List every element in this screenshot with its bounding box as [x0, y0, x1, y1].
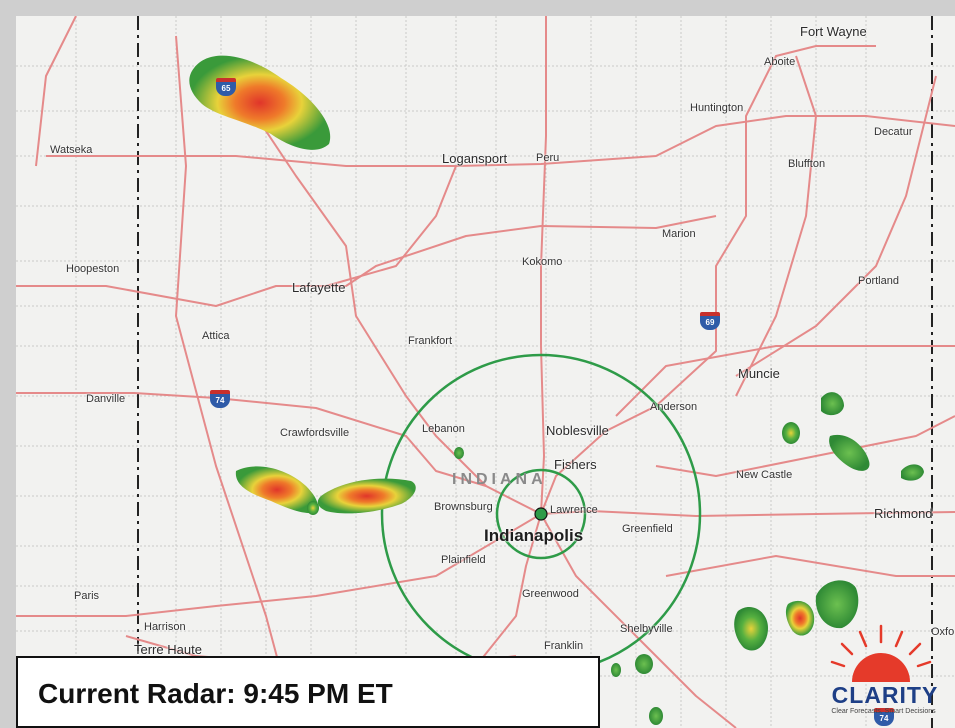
interstate-number: 74: [879, 714, 889, 723]
city-label: Terre Haute: [134, 642, 202, 657]
city-label: Fort Wayne: [800, 24, 867, 39]
storm-cell-southeast-2: [785, 600, 815, 636]
city-label: Decatur: [874, 126, 913, 138]
city-label: Muncie: [738, 366, 780, 381]
storm-cell-lebanon: [454, 447, 464, 459]
city-label: Attica: [202, 330, 230, 342]
city-label: Huntington: [690, 102, 744, 114]
city-label: Shelbyville: [620, 623, 673, 635]
storm-cell-east-3: [829, 434, 870, 471]
interstate-number: 65: [221, 84, 231, 93]
city-label: Harrison: [144, 621, 186, 633]
city-label: Noblesville: [546, 423, 609, 438]
city-label: Greenwood: [522, 588, 579, 600]
city-label-indianapolis: Indianapolis: [484, 526, 584, 545]
interstate-number: 69: [705, 318, 715, 327]
city-label: New Castle: [736, 469, 793, 481]
storm-cell-east-2: [782, 422, 800, 444]
sun-logo-icon: [830, 624, 932, 682]
storm-line-central: [317, 478, 416, 514]
storm-line-west: [235, 466, 318, 514]
interstate-shield-74-southeast: 74: [874, 708, 894, 726]
storm-cell-small-1: [307, 501, 319, 515]
radar-site-marker: [534, 507, 548, 521]
city-label: Kokomo: [522, 256, 563, 268]
city-label: Lawrence: [550, 504, 598, 516]
map-canvas: [16, 16, 955, 728]
city-label: Plainfield: [441, 554, 486, 566]
state-label: INDIANA: [452, 471, 547, 488]
city-label: Brownsburg: [434, 501, 493, 513]
city-label: Portland: [858, 275, 899, 287]
storm-cell-south-2: [649, 707, 663, 725]
city-label: Danville: [86, 393, 126, 405]
city-label: Frankfort: [408, 335, 453, 347]
city-label: Paris: [74, 590, 100, 602]
logo-tagline: Clear Forecasts, Smart Decisions: [831, 708, 936, 715]
interstate-shield-74-west: 74: [210, 390, 230, 408]
city-label: Oxfo: [931, 626, 955, 638]
radar-time-caption: Current Radar: 9:45 PM ET: [16, 656, 600, 728]
city-label: Aboite: [764, 56, 796, 68]
city-label: Bluffton: [788, 158, 826, 170]
radar-map: INDIANA 65 69 74 74 Fort Wayne Aboite Hu…: [16, 16, 955, 728]
storm-cell-south-3: [611, 663, 621, 677]
city-label: Richmond: [874, 506, 933, 521]
city-label: Crawfordsville: [280, 427, 350, 439]
city-label: Logansport: [442, 151, 508, 166]
city-label: Fishers: [554, 457, 597, 472]
interstate-shield-65: 65: [216, 78, 236, 96]
state-borders: [137, 16, 933, 728]
interstate-shield-69: 69: [700, 312, 720, 330]
storm-cell-northwest: [189, 55, 331, 150]
logo-wordmark: CLARITY: [831, 682, 939, 708]
city-label: Marion: [662, 228, 696, 240]
storm-cell-east-1: [821, 392, 844, 416]
storm-cell-southeast-3: [734, 607, 768, 651]
city-label: Lafayette: [292, 280, 346, 295]
city-label: Anderson: [650, 401, 698, 413]
storm-cell-south-1: [635, 654, 653, 674]
city-label: Peru: [536, 152, 560, 164]
inner-range-ring: [495, 468, 587, 560]
city-label: Hoopeston: [66, 263, 120, 275]
city-label: Lebanon: [422, 423, 465, 435]
interstate-number: 74: [215, 396, 225, 405]
storm-cell-east-4: [901, 464, 924, 481]
city-label: Greenfield: [622, 523, 673, 535]
caption-text: Current Radar: 9:45 PM ET: [38, 678, 393, 709]
storm-cell-southeast-1: [815, 580, 859, 629]
city-label: Franklin: [544, 640, 584, 652]
city-label: Watseka: [50, 144, 93, 156]
